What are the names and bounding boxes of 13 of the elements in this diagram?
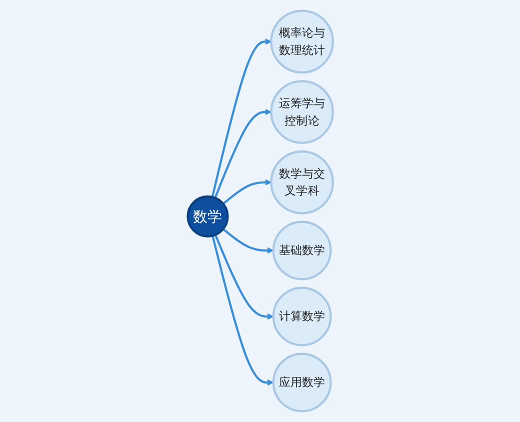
- node-circle: 计算数学: [272, 286, 332, 346]
- node-circle: 数学与交叉学科: [270, 150, 334, 214]
- arrow: [214, 108, 272, 198]
- node-circle: 应用数学: [272, 352, 332, 412]
- node-circle: 基础数学: [272, 220, 332, 280]
- node-circle: 数学: [186, 195, 228, 238]
- arrow: [214, 234, 274, 320]
- arrow: [211, 236, 274, 386]
- arrow: [222, 179, 272, 205]
- node-circle: 运筹学与控制论: [270, 80, 334, 144]
- node-circle: 概率论与数理统计: [270, 10, 334, 74]
- arrow: [210, 38, 272, 198]
- arrow: [222, 228, 274, 254]
